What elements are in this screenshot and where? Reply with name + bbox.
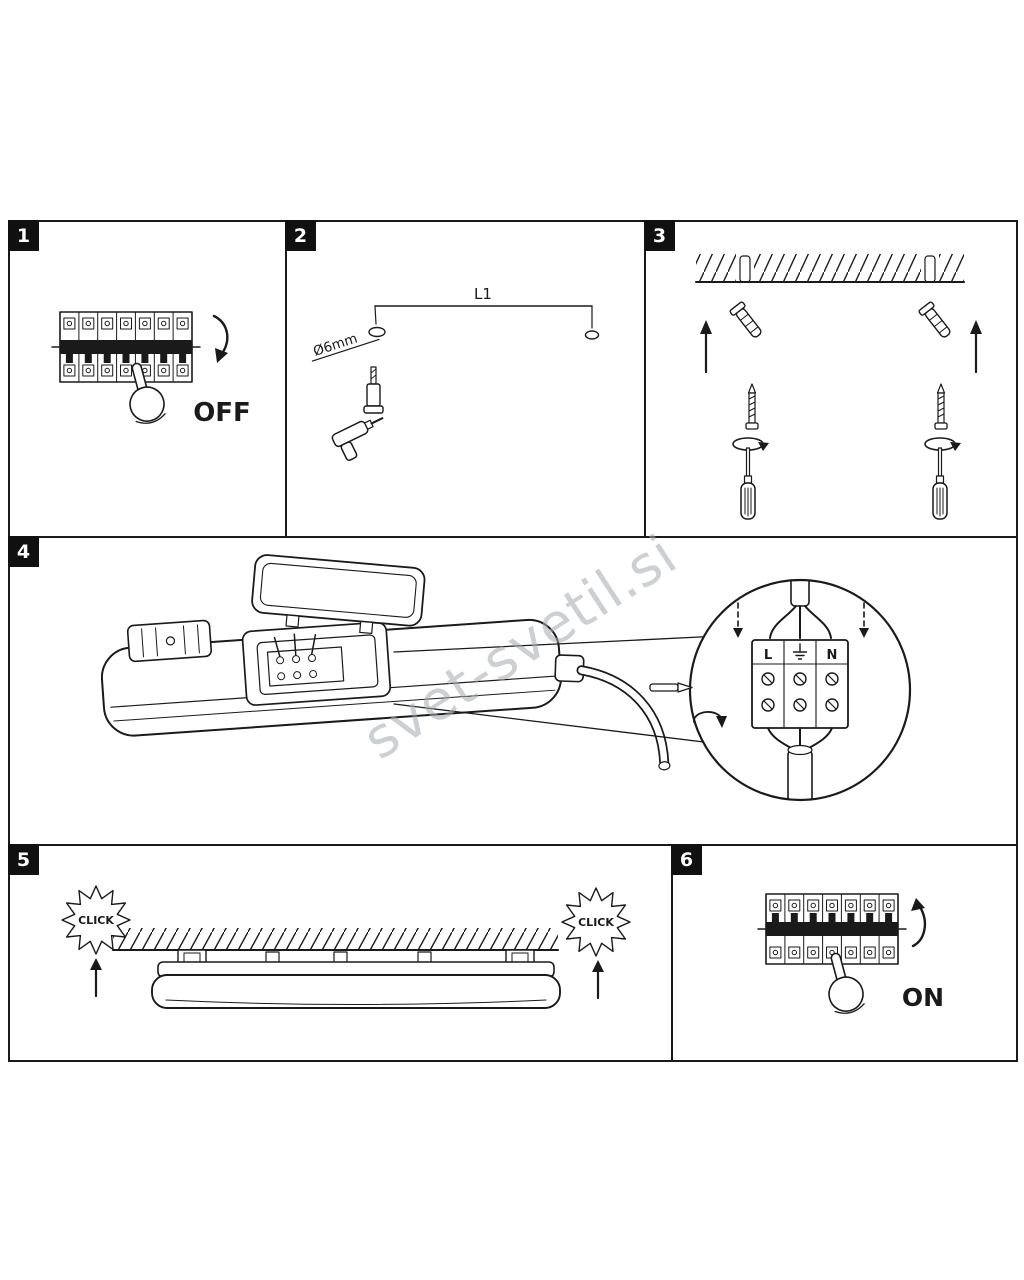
step3-illustration (695, 254, 982, 520)
step2-illustration: L1 Ø6mm (311, 285, 600, 461)
drill-diameter-label: Ø6mm (311, 331, 380, 362)
step6-number-badge: 6 (671, 844, 702, 875)
anchor-hole-left (735, 254, 755, 283)
up-arrow-left-icon (700, 320, 712, 374)
pointing-hand-icon (828, 952, 865, 1014)
step2-number-badge: 2 (285, 220, 316, 251)
step4-panel: 4 (8, 536, 1018, 846)
ceiling-luminaire (151, 949, 561, 1009)
open-lid (251, 554, 426, 635)
step5-illustration: CLICK CLICK (61, 885, 631, 1009)
ceiling-hatch (113, 928, 558, 950)
screw-right-icon (934, 383, 948, 430)
on-label: ON (902, 983, 944, 1012)
terminal-compartment (241, 621, 392, 706)
screwdriver-left-icon (732, 437, 769, 520)
circuit-breaker-on (757, 893, 907, 965)
svg-text:CLICK: CLICK (78, 914, 114, 927)
svg-text:Ø6mm: Ø6mm (311, 331, 359, 360)
mains-cable (576, 665, 671, 771)
step1-number-badge: 1 (8, 220, 39, 251)
step3-number-badge: 3 (644, 220, 675, 251)
length-label: L1 (474, 285, 492, 303)
drill-bit-icon (363, 366, 384, 414)
screwdriver-right-icon (924, 437, 961, 520)
magnifier-leader-bottom (393, 703, 721, 745)
circuit-breaker-off (51, 311, 201, 383)
step4-illustration: L N (100, 554, 912, 802)
mounting-rib (126, 619, 213, 663)
click-indicator-right: CLICK (561, 887, 631, 957)
screw-left-icon (745, 383, 759, 430)
luminaire-body (100, 554, 671, 771)
anchor-hole-right (920, 254, 940, 283)
earth-ground-icon (792, 643, 808, 660)
wall-plug-right-icon (918, 301, 951, 338)
pointing-hand-icon (129, 362, 166, 424)
svg-text:CLICK: CLICK (578, 916, 614, 929)
terminal-block: L N (751, 639, 849, 729)
dimension-line (368, 305, 600, 340)
terminal-neutral-label: N (827, 648, 838, 663)
step5-number-badge: 5 (8, 844, 39, 875)
up-arrow-right-icon (970, 320, 982, 374)
switch-on-arrow-icon (911, 898, 927, 948)
wall-plug-left-icon (729, 301, 762, 338)
tighten-rotation-icon (693, 711, 727, 728)
step6-illustration: ON (757, 893, 944, 1014)
step5-panel: 5 CLICK (8, 844, 673, 1062)
step4-number-badge: 4 (8, 536, 39, 567)
switch-off-arrow-icon (212, 314, 229, 363)
step2-panel: 2 L1 Ø6mm (285, 220, 646, 538)
magnifier-leader-top (393, 635, 721, 653)
step3-panel: 3 (644, 220, 1018, 538)
drill-tool-icon (331, 417, 384, 461)
click-indicator-left: CLICK (61, 885, 131, 955)
screwdriver-tip-icon (649, 682, 693, 693)
wiring-detail-magnifier: L N (688, 578, 912, 802)
terminal-live-label: L (764, 648, 772, 663)
off-label: OFF (193, 398, 251, 428)
up-arrow-left-icon (90, 958, 102, 998)
up-arrow-right-icon (592, 960, 604, 1000)
step1-illustration: OFF (51, 311, 251, 428)
step1-panel: 1 (8, 220, 287, 538)
step6-panel: 6 (671, 844, 1018, 1062)
